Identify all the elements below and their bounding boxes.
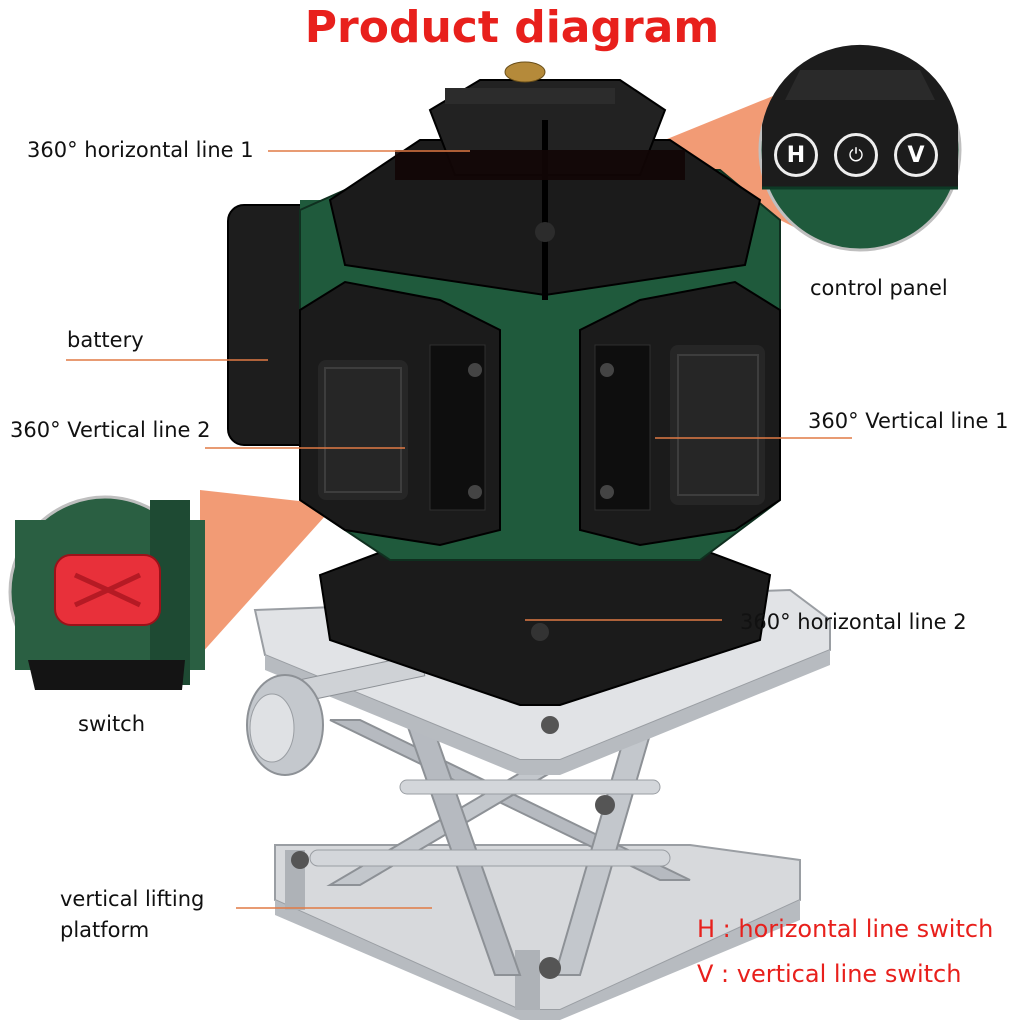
legend-vertical-switch: V : vertical line switch <box>697 960 962 988</box>
legend-horizontal-switch: H : horizontal line switch <box>697 915 994 943</box>
laser-level-icon <box>227 61 781 706</box>
leader-lines <box>66 150 852 909</box>
control-panel-button-h: H <box>774 133 818 177</box>
label-vertical-line-1: 360° Vertical line 1 <box>808 409 1009 433</box>
switch-callout-wedge <box>200 490 335 655</box>
label-switch: switch <box>78 712 146 736</box>
label-horizontal-line-2: 360° horizontal line 2 <box>740 610 967 634</box>
switch-magnifier <box>8 495 205 690</box>
label-horizontal-line-1: 360° horizontal line 1 <box>27 138 254 162</box>
label-vertical-line-2: 360° Vertical line 2 <box>10 418 211 442</box>
power-icon: ⏻ <box>834 133 878 177</box>
v-button-label: V <box>907 142 925 168</box>
label-battery: battery <box>67 328 144 352</box>
page-title: Product diagram <box>304 2 720 53</box>
label-control-panel: control panel <box>810 276 948 300</box>
h-button-label: H <box>786 142 806 168</box>
control-panel-button-v: V <box>894 133 938 177</box>
label-lifting-platform-line-2: platform <box>60 918 150 942</box>
label-lifting-platform-line-1: vertical lifting <box>60 887 205 911</box>
